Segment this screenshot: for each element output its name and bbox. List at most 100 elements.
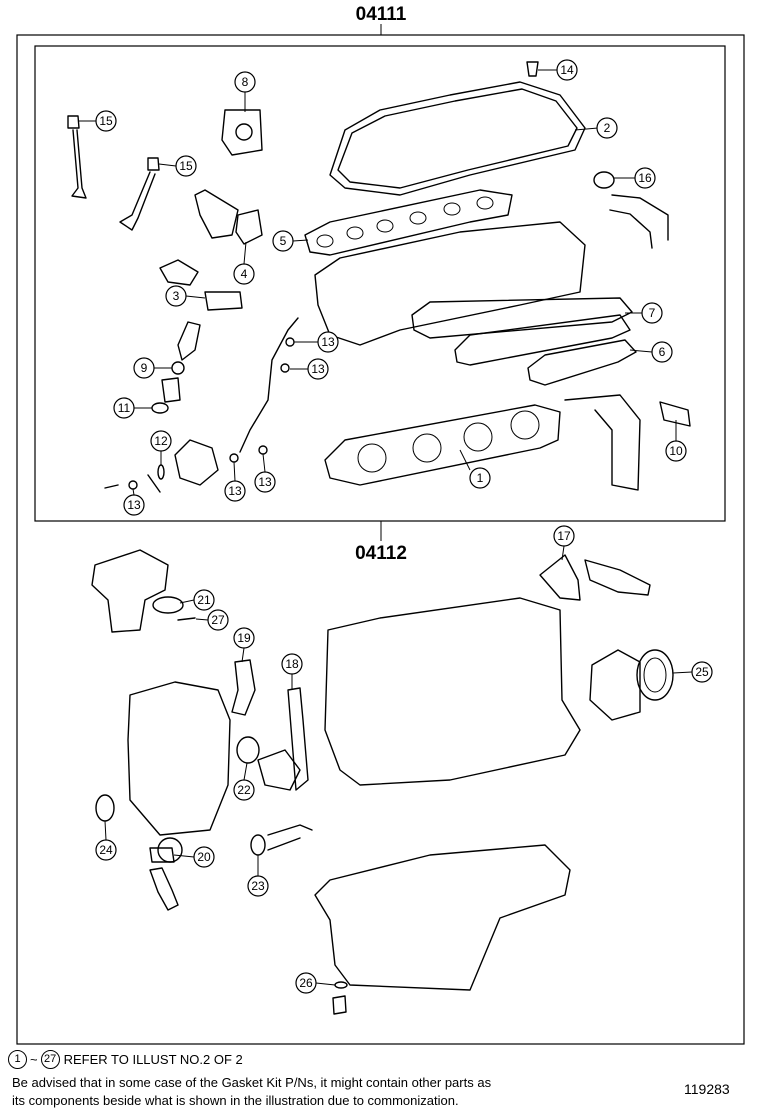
oil-pipe [584,559,651,596]
crank-seal-bore [157,837,183,863]
commonization-note-line1: Be advised that in some case of the Gask… [12,1075,492,1090]
seal-27 [177,617,196,621]
svg-text:13: 13 [321,335,335,349]
water-inlet [91,549,169,633]
oil-pan [314,844,571,991]
svg-text:13: 13 [127,498,141,512]
svg-text:5: 5 [280,234,287,248]
svg-text:14: 14 [560,63,574,77]
cylinder-head-gasket [324,404,561,486]
rear-oil-seal-25 [636,649,674,701]
callout-13c: 13 [224,461,246,502]
callout-21: 21 [179,589,215,611]
svg-text:17: 17 [557,529,571,543]
callout-2: 2 [574,117,618,139]
callout-13a: 13 [294,331,339,353]
svg-text:10: 10 [669,444,683,458]
svg-text:25: 25 [695,665,709,679]
port [409,211,427,225]
callout-8: 8 [234,71,256,112]
sensor [159,259,199,286]
oil-seal-24 [95,794,115,822]
callout-23: 23 [247,855,269,897]
valve [119,171,156,231]
callout-7: 7 [625,302,663,324]
valve-stem-cap [526,61,539,77]
water-outlet-gasket [221,109,263,156]
o-ring [171,361,185,375]
callout-16: 16 [614,167,656,189]
svg-text:15: 15 [179,159,193,173]
svg-text:19: 19 [237,631,251,645]
intake-manifold-gasket [304,189,513,256]
water-outlet-gasket-hole [235,123,253,141]
callout-17: 17 [553,525,575,561]
cylinder-block-outline [564,394,641,491]
commonization-note-line2: its components beside what is shown in t… [12,1093,459,1108]
bore [357,443,387,473]
head-cover-gasket [329,81,586,196]
callout-13b: 13 [290,358,329,380]
callout-3: 3 [165,285,206,307]
gasket-20 [149,847,175,863]
svg-text:27: 27 [211,613,225,627]
callout-18: 18 [281,653,303,690]
callout-15a: 15 [79,110,117,132]
gasket-19 [231,659,256,716]
svg-text:2: 2 [604,121,611,135]
callout-27: 27 [195,609,229,631]
gasket-13 [280,363,290,373]
svg-text:13: 13 [311,362,325,376]
gasket-13 [258,445,268,455]
drain-plug [332,995,347,1015]
svg-text:7: 7 [649,306,656,320]
callout-4: 4 [233,241,255,285]
bore [510,410,540,440]
callout-13d: 13 [254,453,276,493]
gasket-10 [659,401,691,427]
callout-11: 11 [113,397,152,419]
refer-note: 1 ~ 27 REFER TO ILLUST NO.2 OF 2 [8,1049,243,1069]
cylinder-head [314,221,586,346]
callout-10: 10 [665,420,687,462]
rear-oil-seal-retainer-gasket [589,649,641,721]
svg-text:3: 3 [173,289,180,303]
svg-text:15: 15 [99,114,113,128]
gasket-13 [128,480,138,490]
exhaust-pipe-gasket [527,339,637,386]
sensor-gasket [204,291,243,311]
bore [463,422,493,452]
pipe [609,194,669,249]
svg-text:24: 24 [99,843,113,857]
range-end-callout: 27 [40,1049,60,1069]
gasket-17 [539,554,581,601]
illustration-number: 119283 [684,1081,730,1097]
thermostat-housing [194,189,239,239]
lower-kit-number: 04112 [355,543,407,564]
water-pump-body [257,749,301,791]
gasket-12 [157,464,165,480]
o-ring-21 [152,596,184,614]
port [316,234,334,248]
port [346,226,364,240]
port [376,219,394,233]
exhaust-manifold-gasket-b [454,314,631,366]
svg-text:11: 11 [118,401,131,415]
port [476,196,494,210]
svg-text:4: 4 [241,267,248,281]
svg-text:20: 20 [197,850,211,864]
svg-text:8: 8 [242,75,249,89]
range-separator: ~ [30,1051,38,1067]
callout-5: 5 [272,230,309,252]
svg-text:23: 23 [251,879,265,893]
callout-20: 20 [173,846,215,868]
cup [161,377,181,403]
drain-plug-gasket-26 [334,981,348,989]
pipe-20 [149,867,179,911]
svg-text:6: 6 [659,345,666,359]
timing-chain-cover [127,681,231,836]
callout-1: 1 [459,449,491,489]
o-ring [151,402,169,414]
upper-kit-number: 04111 [356,4,407,25]
callout-15b: 15 [158,155,197,177]
